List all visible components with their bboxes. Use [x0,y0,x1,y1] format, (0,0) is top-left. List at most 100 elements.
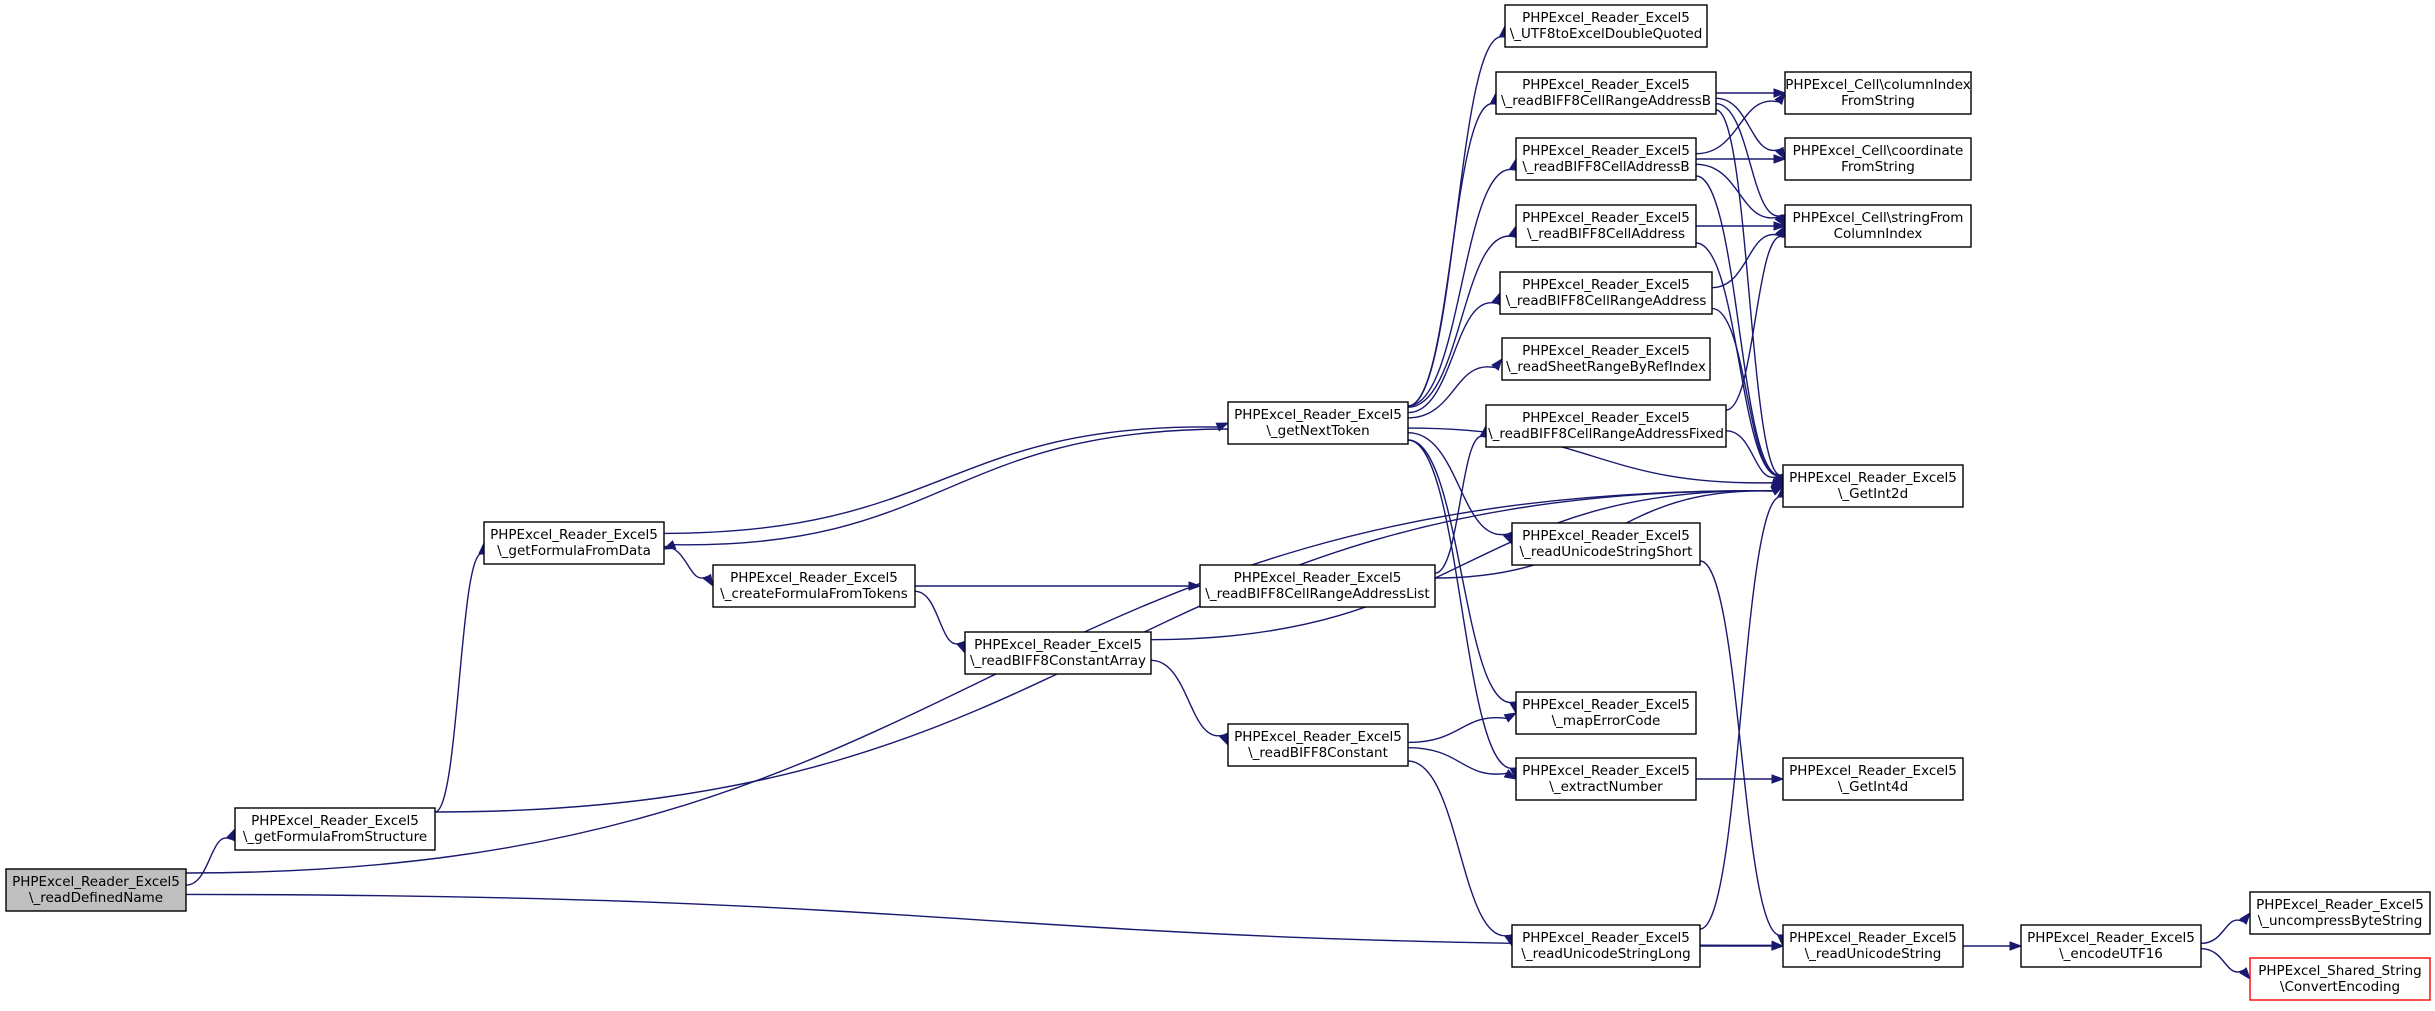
node-read-biff8-constant-array[interactable]: PHPExcel_Reader_Excel5\_readBIFF8Constan… [964,631,1152,675]
node-read-unicode-string-long[interactable]: PHPExcel_Reader_Excel5\_readUnicodeStrin… [1511,924,1701,968]
node-read-biff8-constant[interactable]: PHPExcel_Reader_Excel5\_readBIFF8Constan… [1227,723,1409,767]
node-label-line: \_readBIFF8CellAddress [1527,226,1685,242]
node-label-line: PHPExcel_Reader_Excel5 [1522,763,1690,779]
node-label-line: \_uncompressByteString [2258,913,2423,929]
node-box [1504,4,1708,48]
edge-get-next-token-to-get-int2d [1407,427,1785,488]
node-label-line: \_GetInt4d [1838,779,1908,795]
node-label-line: PHPExcel_Reader_Excel5 [1789,930,1957,946]
node-read-biff8-cell-range-address-b[interactable]: PHPExcel_Reader_Excel5\_readBIFF8CellRan… [1495,71,1717,115]
edge-read-biff8-constant-array-to-read-biff8-constant [1150,659,1229,747]
node-box [1784,71,1972,115]
nodes-layer: PHPExcel_Reader_Excel5\_readDefinedNameP… [5,4,2431,1001]
node-box [1515,691,1697,735]
edge-get-next-token-to-extract-number [1407,439,1519,781]
node-label-line: \_getFormulaFromStructure [243,829,427,845]
node-label-line: PHPExcel_Reader_Excel5 [1522,143,1690,159]
node-label-line: \_createFormulaFromTokens [720,586,908,602]
node-box [1515,137,1697,181]
node-read-defined-name[interactable]: PHPExcel_Reader_Excel5\_readDefinedName [5,868,187,912]
node-label-line: PHPExcel_Reader_Excel5 [1522,697,1690,713]
node-box [2020,924,2202,968]
edge-read-unicode-string-long-to-read-unicode-string [1700,941,1785,951]
node-box [964,631,1152,675]
edge-encode-utf16-to-uncompress-byte-string [2200,911,2251,945]
node-label-line: \_extractNumber [1549,779,1663,795]
edge-read-defined-name-to-get-formula-from-structure [185,827,236,886]
node-label-line: \_readBIFF8ConstantArray [970,653,1146,669]
node-label-line: PHPExcel_Reader_Excel5 [1789,763,1957,779]
node-map-error-code[interactable]: PHPExcel_Reader_Excel5\_mapErrorCode [1515,691,1697,735]
node-label-line: \_readBIFF8CellAddressB [1522,159,1689,175]
node-label-line: PHPExcel_Reader_Excel5 [2027,930,2195,946]
node-read-unicode-string[interactable]: PHPExcel_Reader_Excel5\_readUnicodeStrin… [1782,924,1964,968]
node-read-unicode-string-short[interactable]: PHPExcel_Reader_Excel5\_readUnicodeStrin… [1511,522,1701,566]
node-get-next-token[interactable]: PHPExcel_Reader_Excel5\_getNextToken [1227,401,1409,445]
edge-get-next-token-to-get-formula-from-data [662,428,1229,550]
node-get-formula-from-data[interactable]: PHPExcel_Reader_Excel5\_getFormulaFromDa… [483,521,665,565]
node-label-line: \_GetInt2d [1838,486,1908,502]
node-label-line: FromString [1841,93,1915,109]
node-label-line: \_readUnicodeStringShort [1520,544,1693,560]
node-box [1485,404,1727,448]
node-read-biff8-cell-address[interactable]: PHPExcel_Reader_Excel5\_readBIFF8CellAdd… [1515,204,1697,248]
node-label-line: \_readBIFF8Constant [1248,745,1388,761]
edge-get-next-token-to-read-sheet-range-by-ref-index [1407,357,1503,419]
edge-get-formula-from-data-to-create-formula-from-tokens [663,545,714,588]
node-label-line: PHPExcel_Reader_Excel5 [490,527,658,543]
node-label-line: PHPExcel_Reader_Excel5 [12,874,180,890]
node-get-int2d[interactable]: PHPExcel_Reader_Excel5\_GetInt2d [1782,464,1964,508]
node-box [2249,891,2431,935]
node-label-line: \_readBIFF8CellRangeAddress [1506,293,1707,309]
node-label-line: \_UTF8toExcelDoubleQuoted [1510,26,1703,42]
edge-read-biff8-constant-to-extract-number [1407,747,1518,780]
edge-get-next-token-to-utf8to-excel-double-quoted [1407,24,1509,407]
edge-read-biff8-cell-range-address-list-to-read-biff8-cell-range-address-fixed [1434,424,1489,574]
node-box [1782,757,1964,801]
edge-read-biff8-constant-to-map-error-code [1407,712,1518,744]
node-utf8to-excel-double-quoted[interactable]: PHPExcel_Reader_Excel5\_UTF8toExcelDoubl… [1504,4,1708,48]
node-label-line: PHPExcel_Reader_Excel5 [1522,410,1690,426]
node-encode-utf16[interactable]: PHPExcel_Reader_Excel5\_encodeUTF16 [2020,924,2202,968]
node-read-biff8-cell-address-b[interactable]: PHPExcel_Reader_Excel5\_readBIFF8CellAdd… [1515,137,1697,181]
node-convert-encoding[interactable]: PHPExcel_Shared_String\ConvertEncoding [2249,957,2431,1001]
node-label-line: \_mapErrorCode [1552,713,1661,729]
node-box [1227,723,1409,767]
node-label-line: \_readUnicodeString [1805,946,1942,962]
node-box [1515,204,1697,248]
node-box [483,521,665,565]
node-create-formula-from-tokens[interactable]: PHPExcel_Reader_Excel5\_createFormulaFro… [712,564,916,608]
edge-read-biff8-cell-address-to-string-from-column-index [1696,221,1787,231]
node-label-line: PHPExcel_Reader_Excel5 [730,570,898,586]
node-box [1499,271,1713,315]
node-label-line: \ConvertEncoding [2280,979,2400,995]
node-label-line: PHPExcel_Shared_String [2258,963,2422,979]
node-label-line: \_readUnicodeStringLong [1521,946,1690,962]
edge-read-biff8-cell-range-address-to-get-int2d [1711,307,1786,488]
node-box [1511,522,1701,566]
edge-encode-utf16-to-convert-encoding [2200,947,2251,981]
edge-read-biff8-cell-range-address-fixed-to-get-int2d [1725,430,1784,488]
node-box [1511,924,1701,968]
edge-create-formula-from-tokens-to-read-biff8-constant-array [914,590,966,655]
node-label-line: \_readBIFF8CellRangeAddressList [1205,586,1429,602]
node-box [1227,401,1409,445]
edge-read-biff8-cell-range-address-to-string-from-column-index [1711,224,1786,289]
node-get-int4d[interactable]: PHPExcel_Reader_Excel5\_GetInt4d [1782,757,1964,801]
node-uncompress-byte-string[interactable]: PHPExcel_Reader_Excel5\_uncompressByteSt… [2249,891,2431,935]
node-extract-number[interactable]: PHPExcel_Reader_Excel5\_extractNumber [1515,757,1697,801]
node-read-sheet-range-by-ref-index[interactable]: PHPExcel_Reader_Excel5\_readSheetRangeBy… [1501,337,1711,381]
node-box [1199,564,1436,608]
node-label-line: PHPExcel_Reader_Excel5 [1234,570,1402,586]
edge-read-unicode-string-long-to-get-int2d [1699,484,1787,930]
node-label-line: \_getFormulaFromData [497,543,651,559]
node-get-formula-from-structure[interactable]: PHPExcel_Reader_Excel5\_getFormulaFromSt… [234,807,436,851]
node-read-biff8-cell-range-address-list[interactable]: PHPExcel_Reader_Excel5\_readBIFF8CellRan… [1199,564,1436,608]
node-label-line: PHPExcel_Reader_Excel5 [1234,407,1402,423]
node-read-biff8-cell-range-address-fixed[interactable]: PHPExcel_Reader_Excel5\_readBIFF8CellRan… [1485,404,1727,448]
edge-read-biff8-cell-address-b-to-string-from-column-index [1695,163,1786,228]
node-read-biff8-cell-range-address[interactable]: PHPExcel_Reader_Excel5\_readBIFF8CellRan… [1499,271,1713,315]
